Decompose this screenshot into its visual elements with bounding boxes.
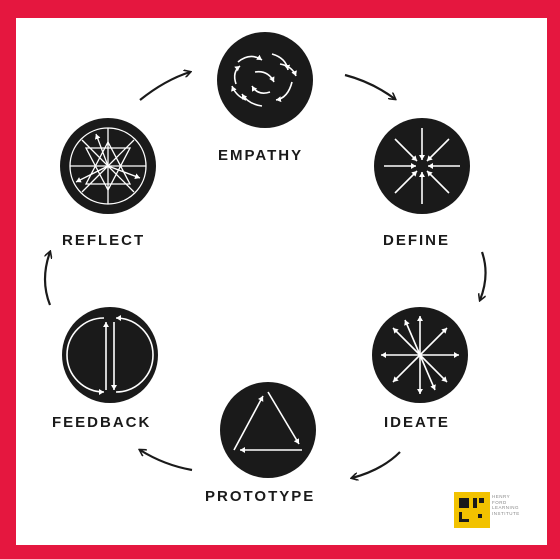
arrow-define-to-ideate <box>480 251 487 300</box>
arrow-feedback-to-reflect <box>43 252 50 306</box>
logo-text: HENRY FORD LEARNING INSTITUTE <box>492 494 542 516</box>
ideate-node <box>372 307 468 403</box>
logo-line: HENRY <box>492 494 511 499</box>
arrow-ideate-to-prototype <box>352 451 401 478</box>
label-ideate: IDEATE <box>384 414 450 431</box>
diverging-arrows-icon <box>381 316 459 394</box>
label-reflect: REFLECT <box>62 232 146 249</box>
label-prototype: PROTOTYPE <box>205 488 316 505</box>
arrow-prototype-to-feedback <box>140 450 193 472</box>
reflect-node <box>60 118 156 214</box>
prototype-node <box>220 382 316 478</box>
arrow-empathy-to-define <box>344 73 395 99</box>
institute-logo <box>454 492 490 528</box>
logo-line: INSTITUTE <box>492 510 520 516</box>
swirling-arrows-icon <box>231 53 297 107</box>
web-arrows-icon <box>69 127 147 205</box>
label-empathy: EMPATHY <box>218 147 304 164</box>
empathy-node <box>217 32 313 128</box>
loop-arrows-icon <box>66 315 154 395</box>
label-define: DEFINE <box>383 232 451 249</box>
arrow-reflect-to-empathy <box>139 72 190 101</box>
converging-arrows-icon <box>384 128 460 204</box>
triangle-arrows-icon <box>233 391 302 453</box>
logo-line: LEARNING <box>492 505 520 510</box>
define-node <box>374 118 470 214</box>
logo-line: FORD <box>492 499 507 505</box>
feedback-node <box>62 307 158 403</box>
label-feedback: FEEDBACK <box>52 414 152 431</box>
